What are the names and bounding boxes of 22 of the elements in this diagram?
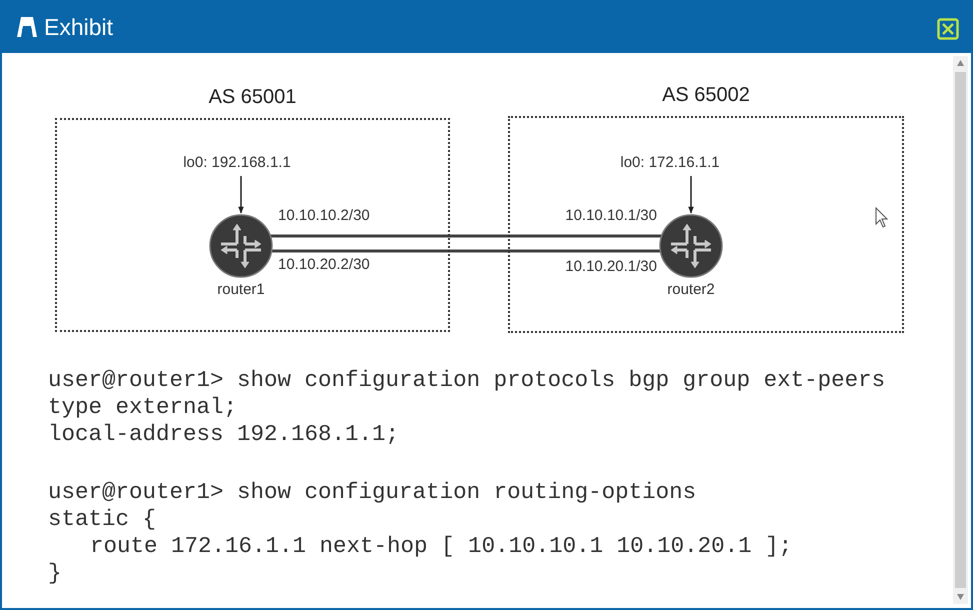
- link-line: [272, 250, 660, 252]
- interface-address: 10.10.10.2/30: [278, 206, 370, 226]
- group-heading: AS 65001: [208, 85, 298, 110]
- code-line: type external;: [48, 394, 238, 421]
- code-line: user@router1> show configuration routing-options: [48, 479, 696, 506]
- link-line: [270, 234, 662, 238]
- loopback-label: lo0: 192.168.1.1: [162, 153, 312, 173]
- group-heading: AS 65002: [661, 83, 751, 108]
- interface-address: 10.10.20.2/30: [278, 255, 370, 275]
- code-line: user@router1> show configuration protocols bgp group ext-peers: [48, 367, 886, 394]
- arrow: [688, 176, 694, 214]
- code-line: static {: [48, 506, 156, 533]
- interface-address: 10.10.10.1/30: [565, 206, 657, 226]
- code-line: }: [48, 560, 62, 587]
- code-line: local-address 192.168.1.1;: [48, 421, 400, 448]
- router-name: router2: [666, 280, 716, 300]
- interface-address: 10.10.20.1/30: [565, 257, 657, 277]
- window-title: Exhibit: [44, 14, 114, 41]
- arrow: [238, 176, 244, 214]
- loopback-label: lo0: 172.16.1.1: [600, 153, 740, 173]
- code-line: route 172.16.1.1 next-hop [ 10.10.10.1 10.10.20.1 ];: [90, 533, 792, 560]
- router-name: router1: [216, 280, 266, 300]
